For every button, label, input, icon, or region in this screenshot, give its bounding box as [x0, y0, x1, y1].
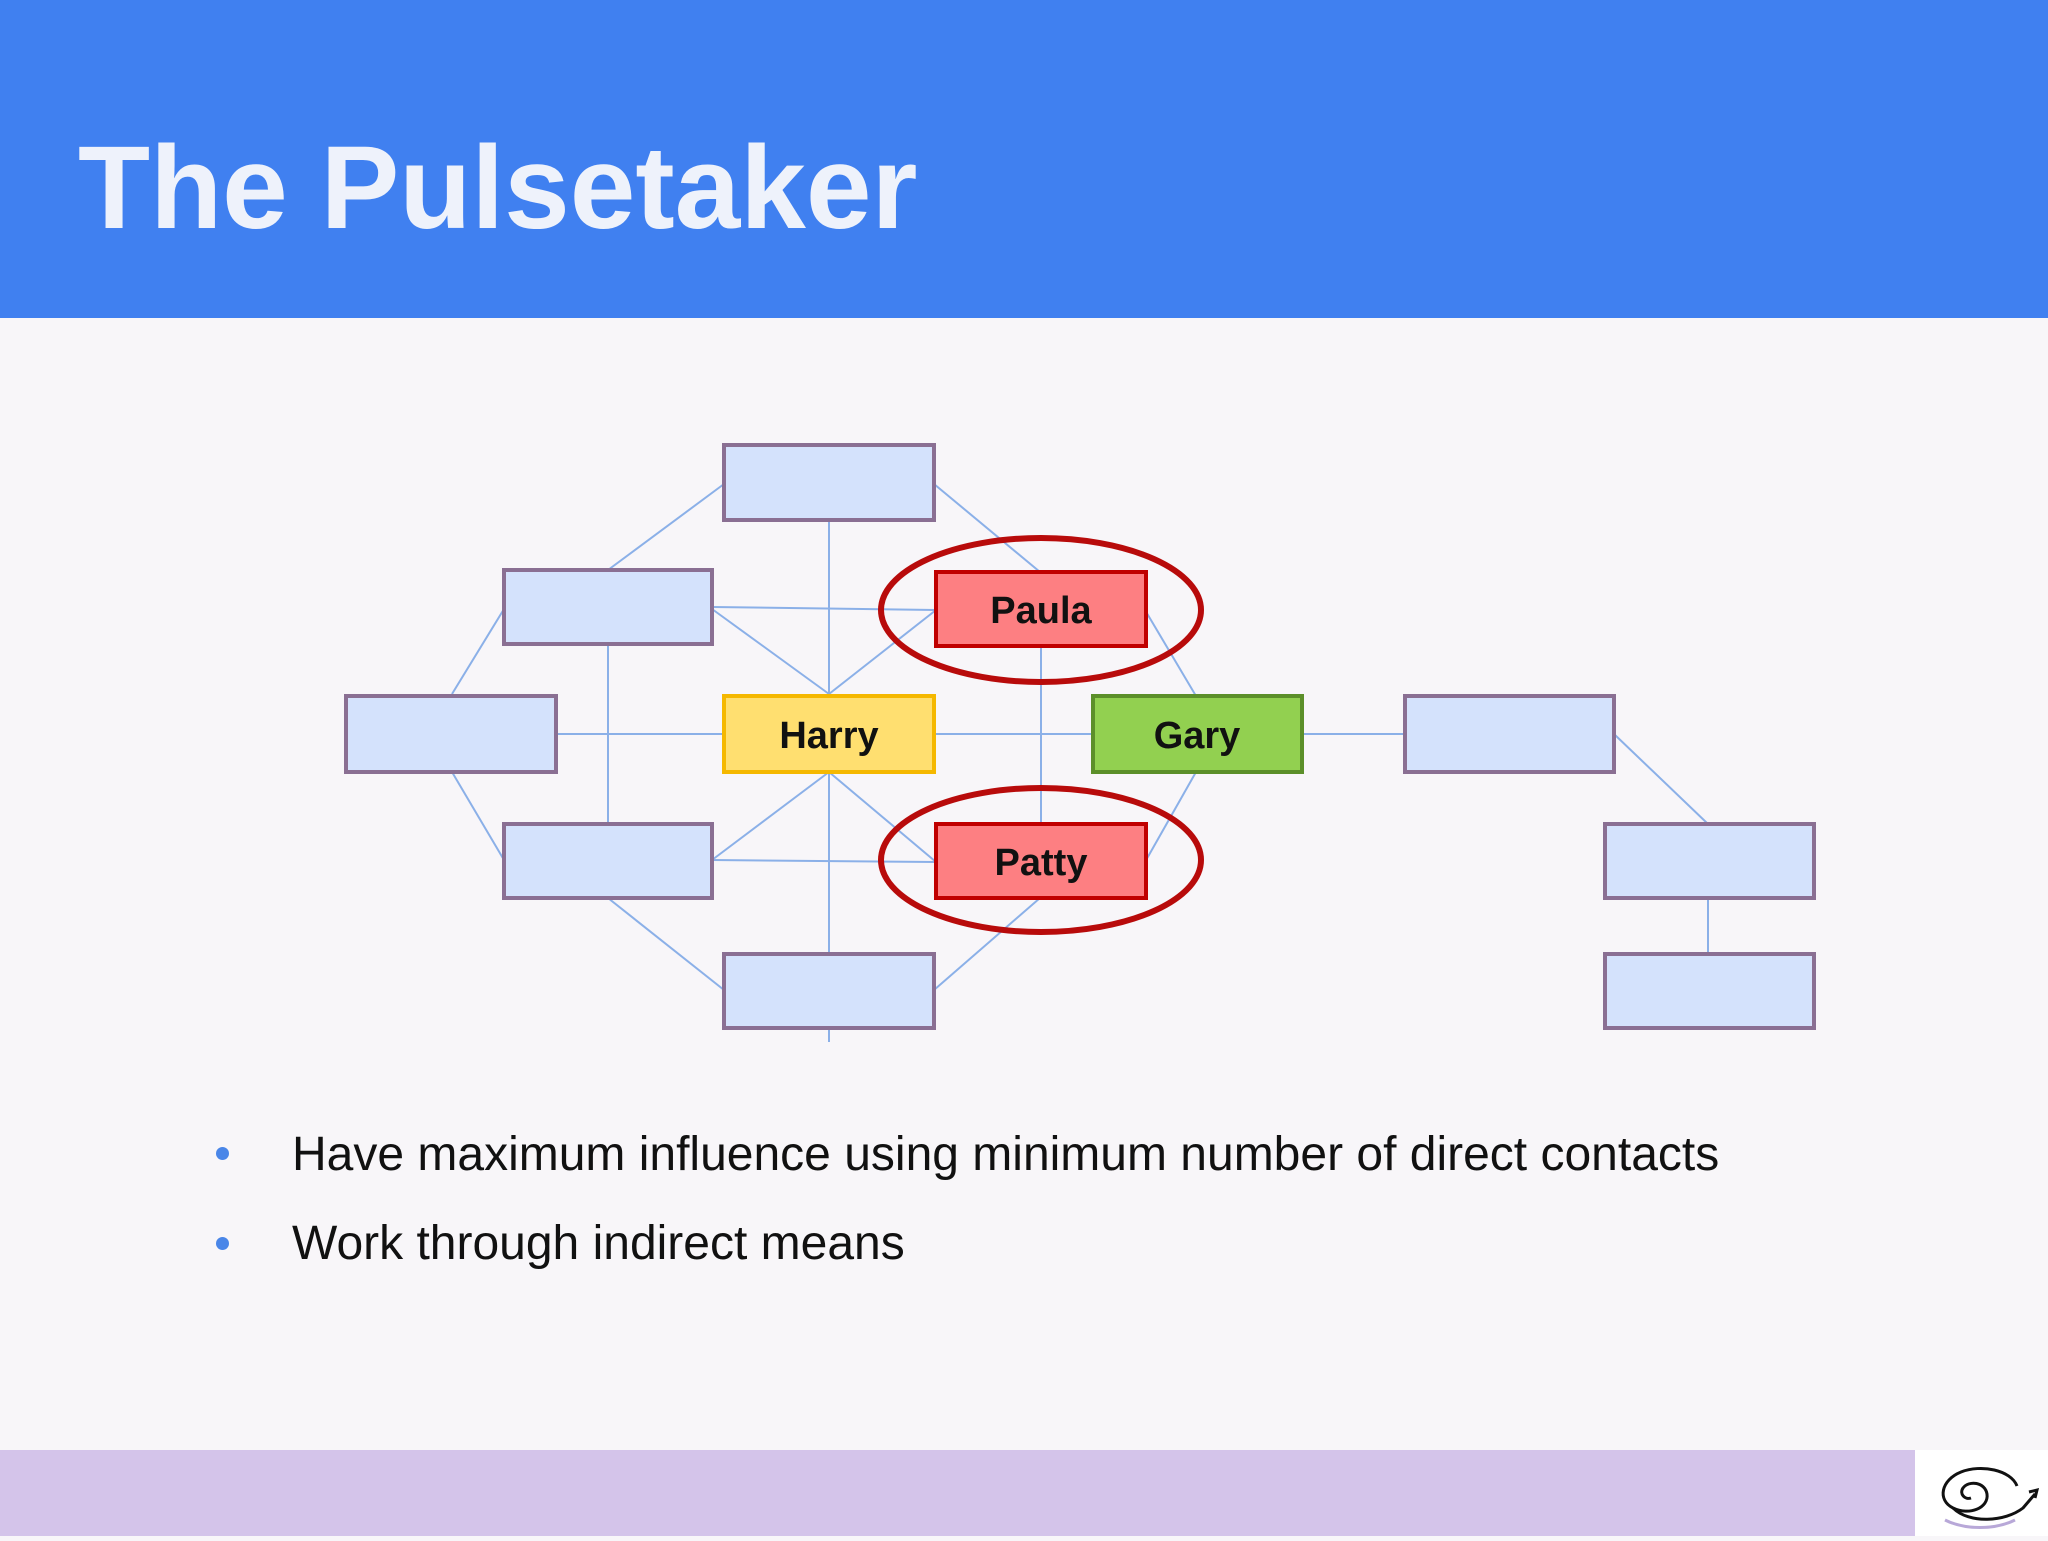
edge: [933, 897, 1041, 991]
node-gary: [1091, 694, 1304, 774]
edge: [828, 609, 937, 695]
blank-node-top: [722, 443, 936, 522]
edge: [711, 859, 937, 863]
edge: [711, 771, 830, 861]
node-patty: [934, 822, 1148, 900]
blank-node-bottom: [722, 952, 936, 1030]
label-patty: Patty: [995, 842, 1088, 884]
edge: [711, 608, 830, 695]
label-gary: Gary: [1154, 715, 1241, 757]
blank-node-right: [1403, 694, 1616, 774]
footer-bar: [0, 1450, 2048, 1536]
slide-title: The Pulsetaker: [78, 122, 918, 254]
edge: [933, 483, 1041, 573]
edge: [828, 771, 937, 863]
bullet-dot-2: [216, 1237, 229, 1250]
edge: [451, 608, 505, 695]
highlight-ellipse-patty: [878, 785, 1204, 935]
edge: [607, 897, 725, 991]
node-paula: [934, 570, 1148, 648]
blank-node-far-right-upper: [1603, 822, 1816, 900]
bullet-item-1: Have maximum influence using minimum num…: [292, 1128, 1720, 1181]
spiral-logo-icon: [1941, 1467, 2040, 1529]
label-paula: Paula: [990, 590, 1092, 632]
blank-node-upper-left: [502, 568, 714, 646]
network-diagram: Paula Harry Gary Patty: [0, 318, 2048, 1078]
bullet-item-2: Work through indirect means: [292, 1217, 905, 1270]
edges: [451, 483, 1709, 1042]
edge: [711, 606, 937, 611]
label-harry: Harry: [779, 715, 878, 757]
node-harry: [722, 694, 936, 774]
bullet-dot-1: [216, 1147, 229, 1160]
edge: [451, 771, 505, 861]
blank-node-left: [344, 694, 558, 774]
edge: [1613, 733, 1709, 825]
blank-node-lower-left: [502, 822, 714, 900]
network-diagram-canvas: Paula Harry Gary Patty: [344, 443, 1816, 1042]
blank-nodes: [344, 443, 1816, 1030]
blank-node-far-right-lower: [1603, 952, 1816, 1030]
logo: [1915, 1450, 2048, 1536]
highlight-ellipse-paula: [878, 535, 1204, 685]
edge: [607, 483, 725, 571]
title-bar: The Pulsetaker: [0, 0, 2048, 318]
